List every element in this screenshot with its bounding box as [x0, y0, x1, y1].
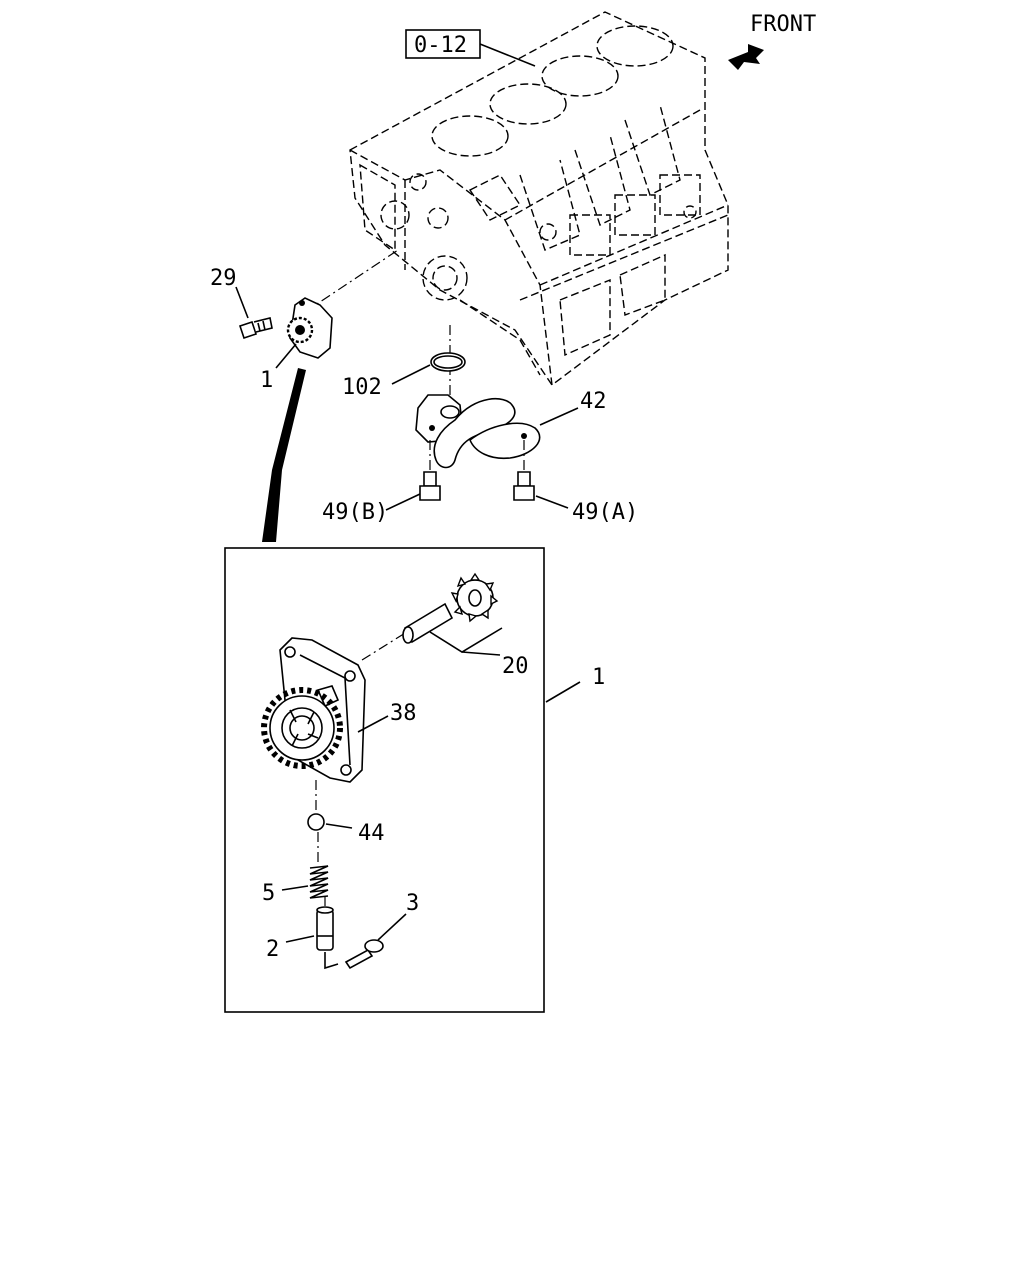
- front-indicator: FRONT: [728, 12, 816, 70]
- pump-body-38: 38: [261, 637, 417, 783]
- bolt-29: 29: [210, 266, 273, 340]
- callout-3: 3: [406, 891, 419, 916]
- callout-group-1-top: 1: [260, 343, 297, 393]
- oil-pump-assembly-small: [286, 249, 399, 359]
- reference-label: 0-12: [414, 33, 467, 58]
- ball-44: 44: [307, 780, 385, 846]
- bolt-49a: 49(A): [513, 440, 638, 525]
- callout-42: 42: [580, 389, 607, 414]
- callout-44: 44: [358, 821, 385, 846]
- front-arrow-icon: [728, 44, 764, 70]
- spring-5: 5: [262, 832, 329, 906]
- callout-49a: 49(A): [572, 500, 638, 525]
- shaft-gear-20: 20: [361, 572, 529, 679]
- detail-link: [262, 368, 306, 542]
- callout-29: 29: [210, 266, 237, 291]
- callout-group-1-box: 1: [545, 665, 605, 703]
- callout-5: 5: [262, 881, 275, 906]
- callout-49b: 49(B): [322, 500, 388, 525]
- split-pin-3: 3: [344, 891, 419, 970]
- callout-1-box: 1: [592, 665, 605, 690]
- drive-gear: [261, 687, 343, 769]
- oil-strainer-pipe-42: 42: [415, 389, 607, 469]
- bolt-49b: 49(B): [322, 440, 441, 525]
- plunger-2: 2: [266, 896, 339, 970]
- o-ring-102: 102: [342, 325, 466, 410]
- callout-2: 2: [266, 937, 279, 962]
- front-label: FRONT: [750, 12, 816, 37]
- engine-block: [349, 11, 729, 387]
- reference-box: 0-12: [405, 29, 536, 67]
- callout-1-top: 1: [260, 368, 273, 393]
- detail-box: [224, 547, 545, 1013]
- callout-102: 102: [342, 375, 382, 400]
- callout-38: 38: [390, 701, 417, 726]
- callout-20: 20: [502, 654, 529, 679]
